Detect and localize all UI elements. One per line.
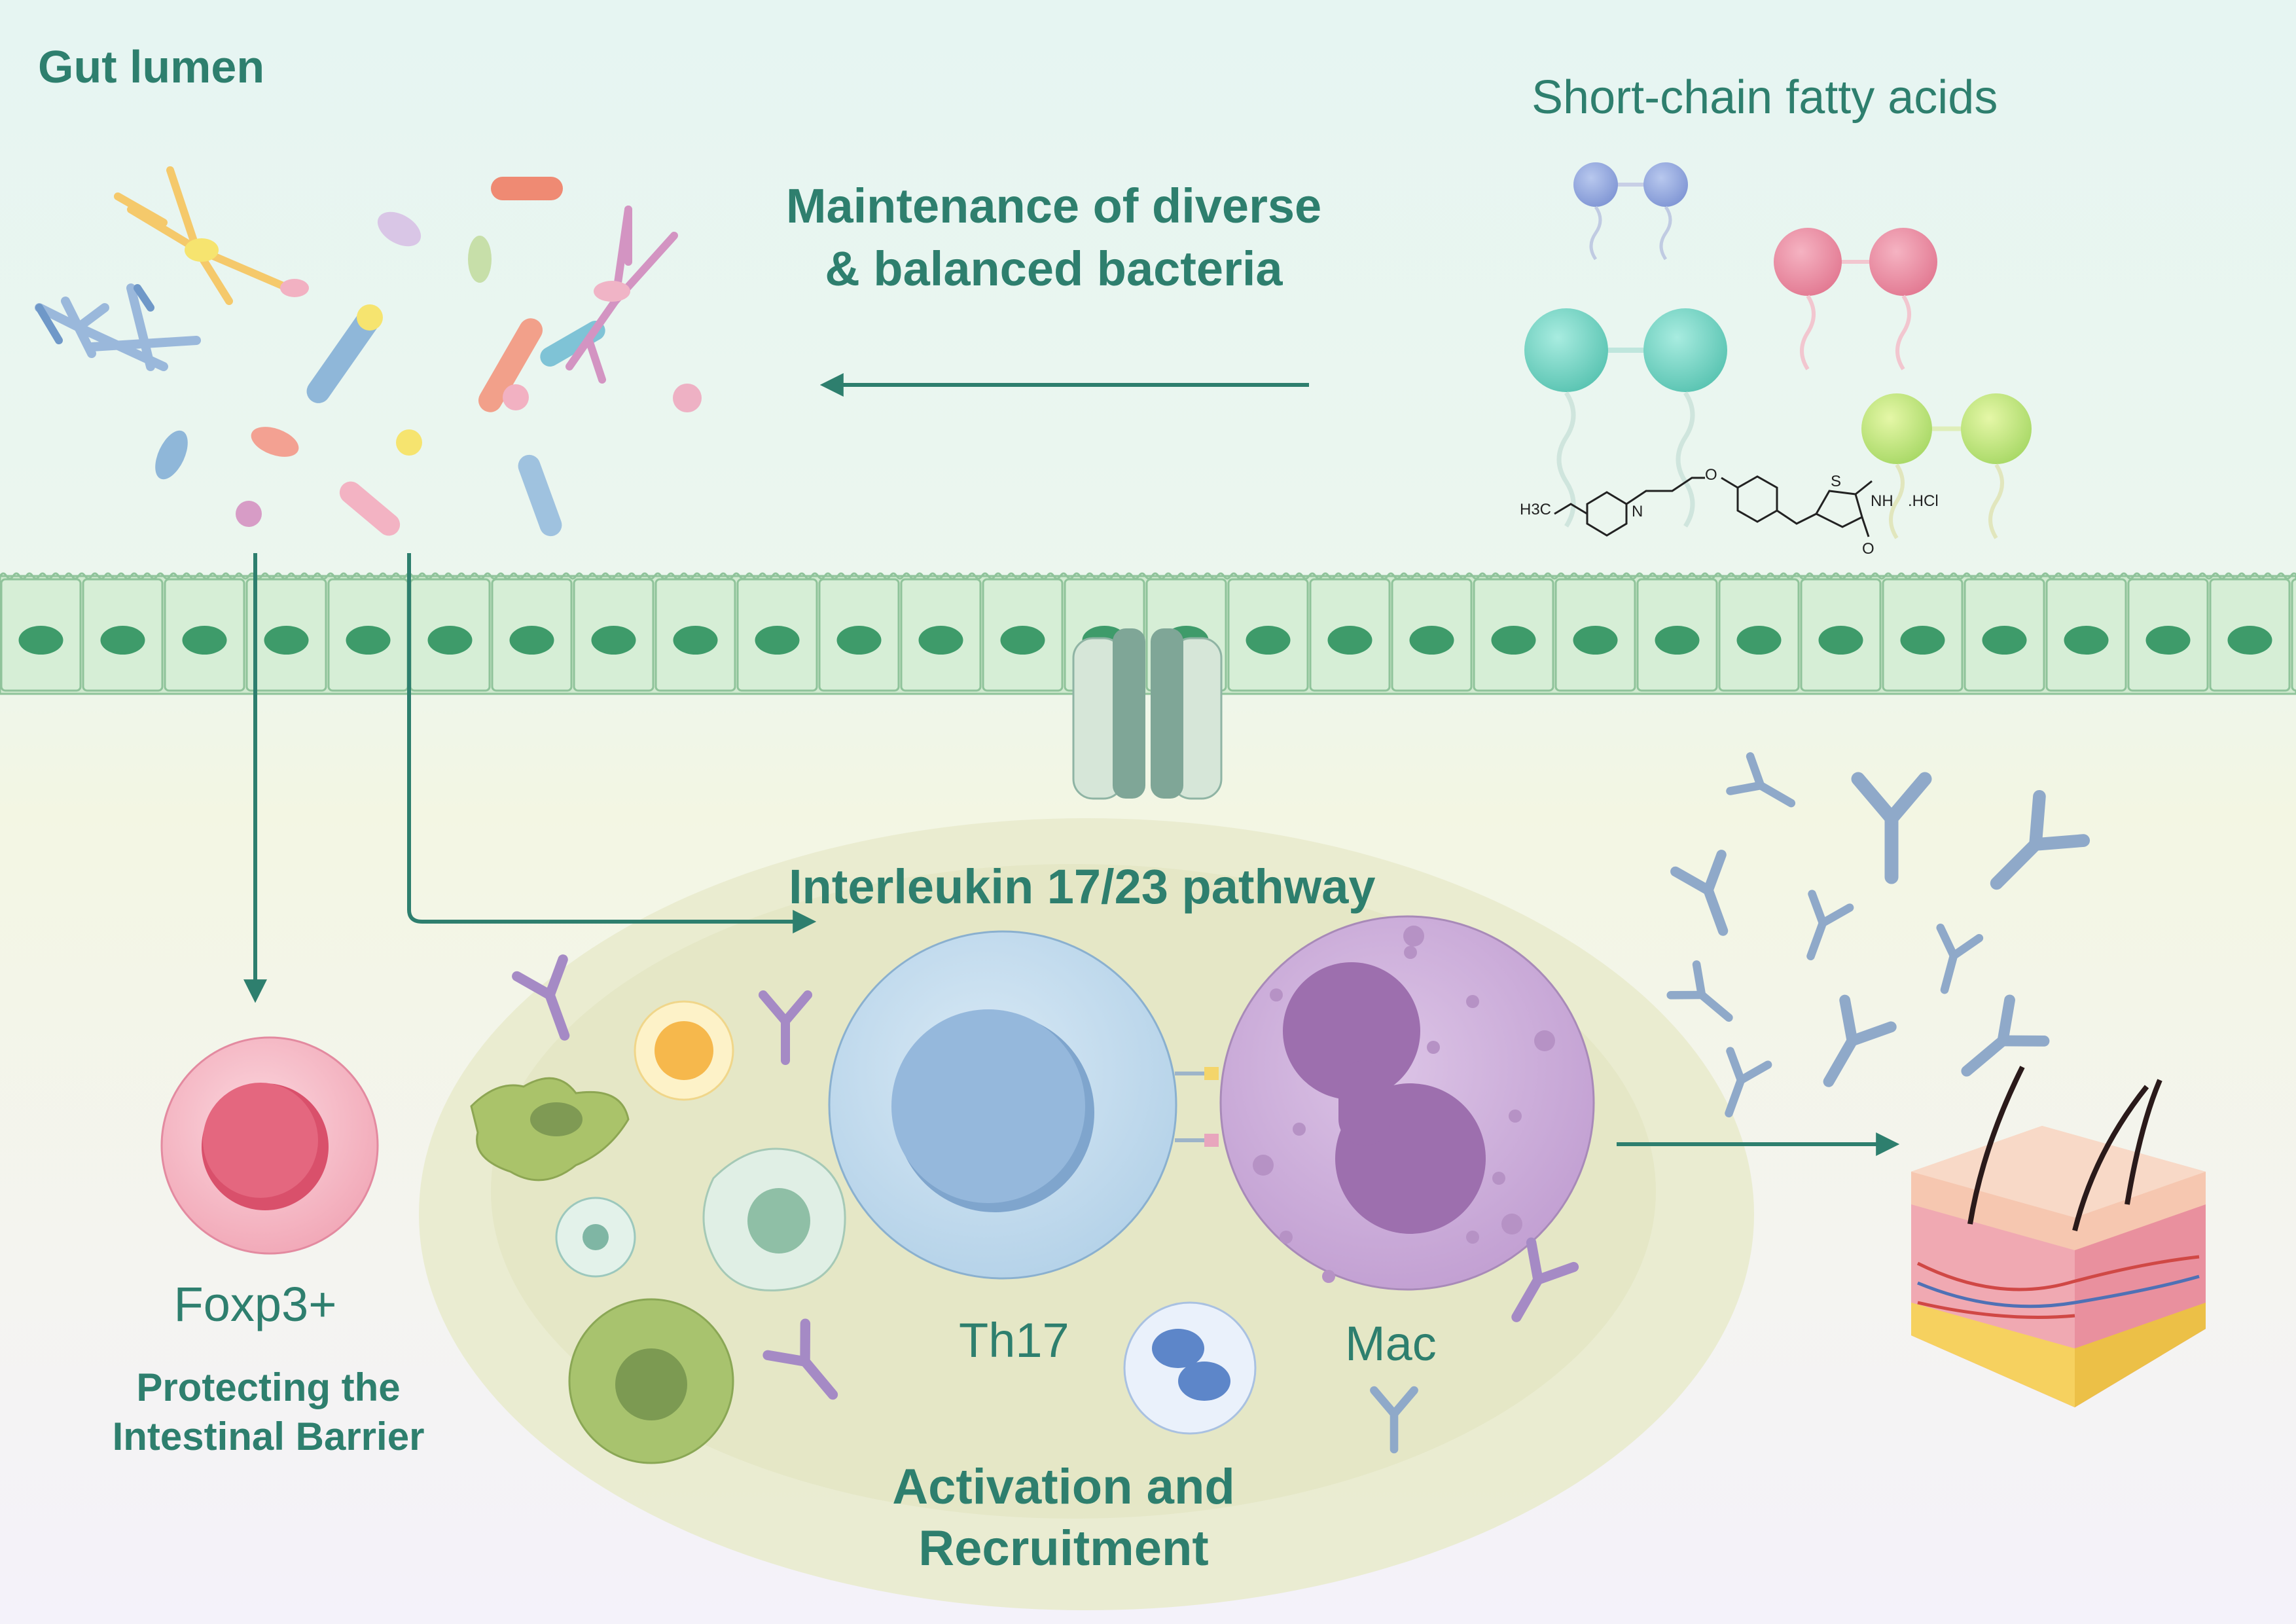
epithelial-nucleus [1982,626,2027,655]
epithelial-nucleus [346,626,391,655]
epithelial-nucleus [2227,626,2272,655]
epithelial-nucleus [1573,626,1618,655]
skin-cross-section-icon [1911,1066,2206,1407]
protecting-line1: Protecting the [136,1365,401,1409]
epithelial-nucleus [2064,626,2109,655]
mol-hcl: .HCl [1908,492,1939,510]
immune-cell-cluster [470,1000,1257,1464]
arrow-to-il-pathway [407,553,817,933]
epithelial-nucleus [1736,626,1782,655]
scfa-molecule-icon [1524,162,2032,539]
epithelial-nucleus [1655,626,1700,655]
epithelial-nucleus [1818,626,1863,655]
chemical-structure-icon [1554,475,1873,537]
mol-nh: NH [1871,492,1893,510]
epithelial-nucleus [1246,626,1291,655]
mol-h3c: H3C [1520,501,1552,518]
foxp3-treg-cell-icon [160,1036,379,1255]
maintenance-line2: & balanced bacteria [825,242,1283,296]
epithelial-nucleus [1000,626,1045,655]
epithelial-nucleus [1409,626,1454,655]
epithelial-nucleus [755,626,800,655]
epithelial-nucleus [427,626,473,655]
maintenance-line1: Maintenance of diverse [785,179,1322,233]
mol-carbonyl-o: O [1862,540,1874,558]
epithelial-cell-icon [0,572,2296,695]
activation-line1: Activation and [892,1459,1235,1515]
membrane-channel-icon [1072,628,1223,800]
epithelial-nucleus [1327,626,1372,655]
epithelial-nucleus [836,626,882,655]
epithelial-nucleus [591,626,636,655]
neutrophil-icon [1123,1301,1257,1435]
activation-line2: Recruitment [918,1521,1209,1576]
epithelial-nucleus [2145,626,2191,655]
epithelial-nucleus [509,626,554,655]
epithelial-nucleus [264,626,309,655]
mol-n: N [1632,503,1643,520]
mol-s: S [1831,473,1842,490]
macrophage-cell-icon [1219,915,1595,1291]
mol-o: O [1705,466,1717,484]
epithelial-nucleus [182,626,227,655]
epithelial-nucleus [1900,626,1945,655]
protecting-line2: Intestinal Barrier [112,1415,425,1458]
dendritic-cell-icon [470,1077,630,1182]
star-cell-icon [555,1197,636,1278]
il-pathway-label: Interleukin 17/23 pathway [789,859,1376,914]
mac-label: Mac [1345,1316,1437,1371]
mast-cell-icon [568,1298,734,1464]
epithelial-nucleus [673,626,718,655]
receptor-ligand-icon [1175,1067,1219,1147]
foxp3-label: Foxp3+ [173,1277,337,1331]
gut-lumen-label: Gut lumen [38,41,265,92]
epithelial-nucleus [100,626,145,655]
epithelial-cell [2291,578,2296,692]
monocyte-icon [702,1147,846,1291]
bacteria-cluster-icon [35,166,702,537]
epithelial-nucleus [918,626,963,655]
flow-arrows [243,373,1900,1156]
th17-label: Th17 [959,1313,1069,1367]
scfa-title: Short-chain fatty acids [1532,71,1998,124]
epithelial-nucleus [1491,626,1536,655]
th17-cell-icon [828,930,1177,1280]
epithelial-nucleus [18,626,63,655]
